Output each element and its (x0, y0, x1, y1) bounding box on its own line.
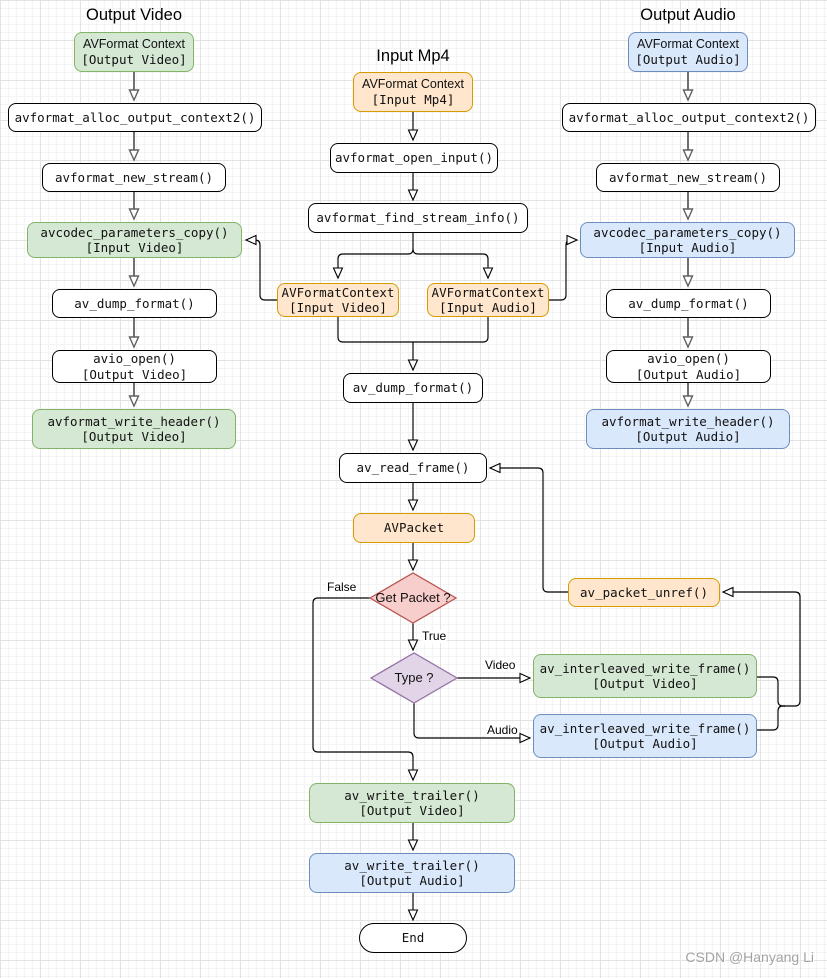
node-av-write-trailer-output-video: av_write_trailer() [Output Video] (309, 783, 515, 823)
node-line1: av_write_trailer() (344, 857, 480, 873)
node-line2: [Output Video] (81, 366, 188, 382)
node-line2: [Input Audio] (638, 240, 737, 255)
node-end: End (359, 923, 467, 953)
node-avio-open-output-audio: avio_open() [Output Audio] (606, 350, 771, 383)
node-avcodec-parameters-copy-input-audio: avcodec_parameters_copy() [Input Audio] (580, 222, 795, 258)
column-title-output-video: Output Video (85, 6, 183, 24)
node-line2: [Input Mp4] (371, 92, 455, 107)
node-avformat-open-input: avformat_open_input() (330, 143, 498, 173)
node-av-dump-format-middle: av_dump_format() (343, 373, 483, 403)
edge-ctxvideo-ovparamcopy (244, 234, 277, 301)
node-av-write-trailer-output-audio: av_write_trailer() [Output Audio] (309, 853, 515, 893)
node-avformat-find-stream-info: avformat_find_stream_info() (308, 203, 528, 233)
edge-wfaudio-out (757, 705, 785, 731)
node-av-read-frame: av_read_frame() (339, 453, 487, 483)
node-line2: [Output Audio] (635, 429, 741, 444)
node-line1: av_packet_unref() (580, 584, 708, 600)
node-avformat-new-stream-audio: avformat_new_stream() (596, 163, 780, 192)
node-avformat-write-header-output-audio: avformat_write_header() [Output Audio] (586, 409, 790, 449)
label-true: True (421, 629, 448, 643)
node-line1: avformat_alloc_output_context2() (14, 109, 256, 125)
node-line2: [Output Audio] (592, 736, 698, 751)
node-av-dump-format-video: av_dump_format() (52, 289, 217, 318)
node-line1: avformat_find_stream_info() (316, 210, 520, 226)
node-avformat-alloc-output-context2-video: avformat_alloc_output_context2() (8, 103, 262, 132)
node-av-interleaved-write-frame-output-audio: av_interleaved_write_frame() [Output Aud… (533, 714, 757, 758)
node-line2: [Output Audio] (635, 52, 741, 67)
node-av-dump-format-audio: av_dump_format() (606, 289, 771, 318)
node-line1: avcodec_parameters_copy() (40, 224, 229, 240)
node-line1: av_interleaved_write_frame() (539, 660, 751, 676)
label-audio: Audio (486, 723, 519, 737)
node-line1: End (401, 930, 425, 946)
column-title-input-mp4: Input Mp4 (376, 47, 450, 65)
node-line1: AVFormat Context (637, 36, 739, 51)
node-avformat-context-output-audio: AVFormat Context [Output Audio] (628, 32, 748, 72)
node-line2: [Output Video] (359, 803, 465, 818)
node-avformat-alloc-output-context2-audio: avformat_alloc_output_context2() (562, 103, 816, 132)
node-avformat-context-input-mp4: AVFormat Context [Input Mp4] (353, 72, 473, 112)
node-line1: av_interleaved_write_frame() (539, 720, 751, 736)
node-av-packet-unref: av_packet_unref() (568, 578, 720, 607)
node-line1: avformat_new_stream() (608, 169, 768, 185)
node-avformatcontext-input-audio: AVFormatContext [Input Audio] (427, 283, 549, 317)
node-line1: av_read_frame() (356, 460, 470, 476)
node-avformatcontext-input-video: AVFormatContext [Input Video] (277, 283, 399, 317)
node-line1: av_dump_format() (352, 380, 474, 396)
edge-getpacket-trailer-false (312, 597, 419, 782)
node-avcodec-parameters-copy-input-video: avcodec_parameters_copy() [Input Video] (27, 222, 242, 258)
node-line1: avformat_new_stream() (54, 169, 214, 185)
node-line2: [Output Video] (81, 429, 187, 444)
node-av-interleaved-write-frame-output-video: av_interleaved_write_frame() [Output Vid… (533, 654, 757, 698)
edge-type-wfaudio (413, 703, 532, 744)
edge-findstream-ctxaudio (412, 248, 494, 280)
node-avpacket: AVPacket (353, 513, 475, 543)
node-line1: av_dump_format() (628, 295, 749, 311)
label-false: False (326, 580, 358, 594)
node-line2: [Output Video] (81, 52, 187, 67)
node-line2: [Output Video] (592, 676, 698, 691)
node-line1: AVFormat Context (83, 36, 185, 51)
edge-ctx-merge (337, 317, 489, 343)
node-line1: avcodec_parameters_copy() (593, 224, 782, 240)
edge-wfvideo-out (757, 676, 785, 707)
node-avformat-new-stream-video: avformat_new_stream() (42, 163, 226, 192)
node-line1: avformat_write_header() (601, 413, 775, 429)
node-line1: AVFormatContext (281, 284, 395, 300)
node-line2: [Input Video] (289, 300, 387, 315)
edge-packetunref-readframe (488, 462, 568, 593)
node-line2: [Input Video] (85, 240, 184, 255)
node-avformat-context-output-video: AVFormat Context [Output Video] (74, 32, 194, 72)
node-line1: av_dump_format() (74, 295, 195, 311)
node-line1: avformat_alloc_output_context2() (568, 109, 810, 125)
node-line1: AVFormat Context (362, 76, 464, 91)
node-avformat-write-header-output-video: avformat_write_header() [Output Video] (32, 409, 236, 449)
label-video: Video (484, 658, 517, 672)
node-avio-open-output-video: avio_open() [Output Video] (52, 350, 217, 383)
edge-findstream-ctxvideo (332, 248, 414, 280)
watermark: CSDN @Hanyang Li (685, 949, 814, 965)
node-line2: [Output Audio] (359, 873, 465, 888)
column-title-output-audio: Output Audio (640, 6, 736, 24)
node-line1: av_write_trailer() (344, 787, 480, 803)
node-line1: avio_open() (93, 351, 176, 366)
node-line2: [Output Audio] (635, 366, 742, 382)
type-diamond (369, 652, 459, 704)
edge-ctxaudio-oaparamcopy (549, 234, 579, 301)
node-line1: avformat_write_header() (47, 413, 221, 429)
type-label: Type ? (394, 670, 434, 685)
node-line1: avformat_open_input() (334, 150, 494, 166)
get-packet-label: Get Packet ? (375, 590, 451, 605)
node-line1: AVPacket (383, 520, 445, 536)
node-line1: AVFormatContext (431, 284, 545, 300)
get-packet-diamond (368, 572, 458, 624)
edge-wf-packetunref (721, 586, 801, 707)
node-line1: avio_open() (647, 351, 730, 366)
node-line2: [Input Audio] (439, 300, 537, 315)
